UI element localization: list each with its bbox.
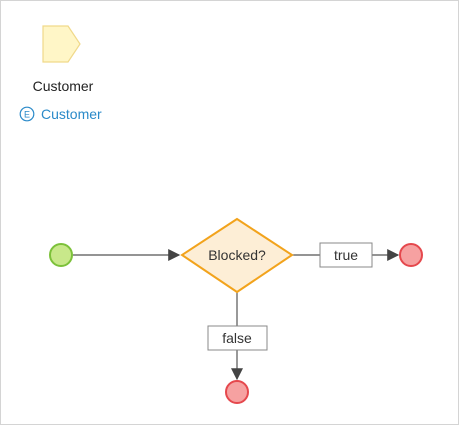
end-event-false[interactable] <box>225 380 249 404</box>
true-case-label[interactable]: true <box>319 242 373 268</box>
true-case-text: true <box>334 247 358 263</box>
parameter-label: Customer <box>32 78 94 94</box>
false-case-text: false <box>222 330 252 346</box>
parameter-shape[interactable] <box>42 25 82 63</box>
parameter-type-label: Customer <box>41 106 102 122</box>
decision-label: Blocked? <box>208 247 266 263</box>
false-case-label[interactable]: false <box>207 325 268 351</box>
decision-node[interactable]: Blocked? <box>180 217 294 294</box>
svg-text:E: E <box>24 109 30 119</box>
start-event[interactable] <box>49 243 73 267</box>
end-event-true[interactable] <box>399 243 423 267</box>
entity-icon: E <box>19 106 35 122</box>
parameter-type[interactable]: E Customer <box>19 105 102 123</box>
